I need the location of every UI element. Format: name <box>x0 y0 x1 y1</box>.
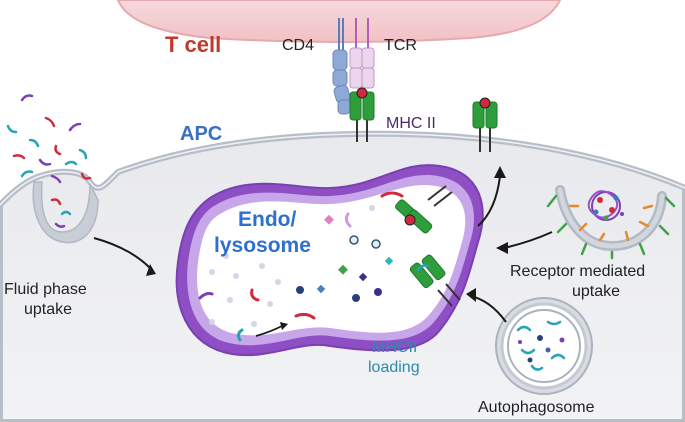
mhc2-synapse <box>349 87 375 142</box>
mhc2-surface <box>472 97 498 152</box>
fluid-phase-label-line1: Fluid phase <box>4 281 87 298</box>
endolysosome-label-line1: Endo/ <box>238 208 296 231</box>
autophagosome-label: Autophagosome <box>478 399 595 416</box>
pit-peptides <box>50 198 72 228</box>
mhc2-endo-upper <box>395 185 453 234</box>
extracellular-peptides <box>6 94 92 184</box>
receptor-mediated-label-line2: uptake <box>572 283 620 300</box>
endolysosome-content <box>198 191 404 342</box>
apc-label: APC <box>180 123 222 145</box>
tcr-receptor <box>349 18 375 89</box>
cd4-label: CD4 <box>282 37 314 54</box>
mhcii-loading-label-line1: MHCII <box>372 339 417 356</box>
arrow-heads <box>146 166 508 302</box>
mhcii-loading-label-line2: loading <box>368 359 420 376</box>
t-cell-label: T cell <box>165 32 221 57</box>
receptor-mediated-vesicle <box>546 185 676 260</box>
endolysosome-label-line2: lysosome <box>214 234 311 257</box>
autophagosome <box>495 297 593 395</box>
cd4-receptor <box>332 18 351 115</box>
mhc2-endo-lower <box>409 254 461 307</box>
fluid-phase-label-line2: uptake <box>24 301 72 318</box>
fluid-phase-pit <box>32 181 99 244</box>
tcr-label: TCR <box>384 37 417 54</box>
mhc2-label: MHC II <box>386 115 436 132</box>
receptor-mediated-label-line1: Receptor mediated <box>510 263 645 280</box>
